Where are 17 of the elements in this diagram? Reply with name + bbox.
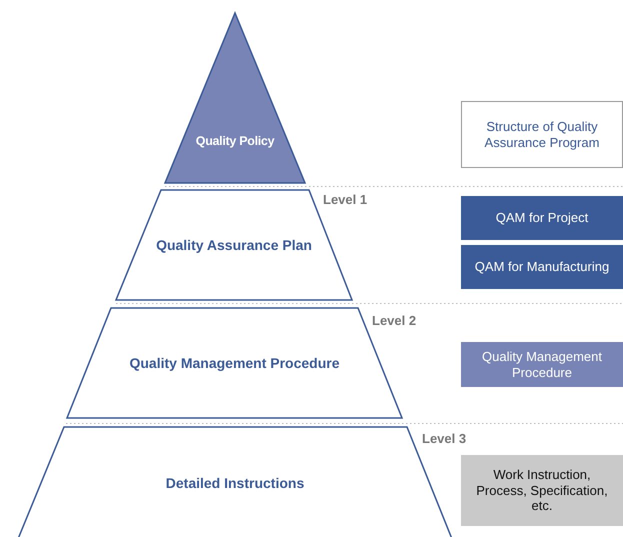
document-box [461, 245, 623, 289]
tier-label: Quality Policy [196, 134, 274, 149]
level-label: Level 2 [372, 313, 416, 328]
box-text: Work Instruction, Process, Specification, etc. [475, 467, 609, 514]
document-box [461, 342, 623, 387]
document-box [461, 196, 623, 240]
level-label: Level 1 [323, 192, 368, 207]
tier-label: Quality Management Procedure [129, 354, 340, 372]
box-text: Quality Management Procedure [481, 348, 603, 380]
heading-box [461, 101, 623, 168]
tier-label: Detailed Instructions [166, 474, 304, 492]
box-text: Structure of Quality Assurance Program [484, 118, 600, 150]
document-box [461, 455, 623, 526]
box-text: QAM for Manufacturing [474, 259, 610, 275]
tier-label: Quality Assurance Plan [156, 236, 312, 254]
level-label: Level 3 [422, 431, 466, 446]
box-text: QAM for Project [496, 210, 588, 226]
